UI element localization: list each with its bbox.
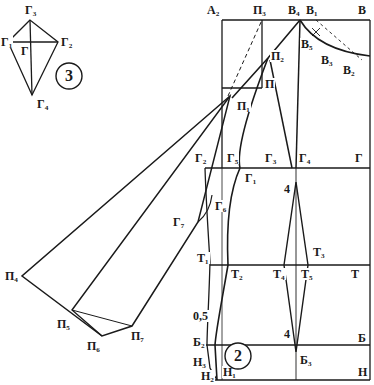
point-label: Г₂ bbox=[60, 36, 73, 48]
point-label: В₄ bbox=[287, 4, 301, 16]
point-label: В bbox=[357, 4, 367, 16]
point-label: Г₄ bbox=[36, 98, 49, 110]
point-label: Г bbox=[354, 152, 364, 164]
point-label: Н₂ bbox=[200, 370, 215, 382]
point-label: Б bbox=[357, 332, 367, 344]
point-label: Н bbox=[357, 366, 368, 378]
piece-number: 3 bbox=[55, 62, 83, 85]
point-label: П bbox=[264, 78, 275, 90]
point-label: Т₂ bbox=[230, 268, 244, 280]
point-label: Г₄ bbox=[298, 152, 311, 164]
point-label: 4 bbox=[283, 328, 291, 340]
point-label: Б₃ bbox=[299, 354, 313, 366]
point-label: А₂ bbox=[206, 4, 220, 16]
point-label: Н₃ bbox=[192, 356, 207, 368]
point-label: Г₂ bbox=[194, 152, 207, 164]
point-label: Т₃ bbox=[312, 246, 326, 258]
point-label: Г bbox=[20, 45, 30, 57]
point-label: Т₁ bbox=[196, 252, 210, 264]
point-label: Г₇ bbox=[172, 216, 185, 228]
point-label: В₅ bbox=[300, 38, 314, 50]
point-label: Т₅ bbox=[300, 268, 314, 280]
point-label: Г₁ bbox=[0, 36, 13, 48]
piece-number: 2 bbox=[224, 342, 252, 365]
piece-number-circle: 3 bbox=[55, 62, 83, 90]
point-label: Г₁ bbox=[244, 172, 257, 184]
point-label: П₂ bbox=[270, 50, 285, 62]
point-label: Б₂ bbox=[192, 336, 206, 348]
point-label: П₁ bbox=[236, 100, 251, 112]
point-label: П₃ bbox=[252, 4, 267, 16]
point-label: П₇ bbox=[130, 330, 145, 342]
point-label: П₅ bbox=[56, 318, 71, 330]
point-label: 4 bbox=[283, 183, 291, 195]
point-label: Г₃ bbox=[264, 152, 277, 164]
point-label: В₁ bbox=[305, 4, 319, 16]
point-label: В₂ bbox=[342, 64, 356, 76]
point-label: 0,5 bbox=[192, 310, 209, 322]
point-label: Г₆ bbox=[214, 200, 227, 212]
point-label: Т bbox=[350, 268, 360, 280]
point-label: Г₅ bbox=[226, 152, 239, 164]
point-label: В₃ bbox=[320, 54, 334, 66]
point-label: П₄ bbox=[4, 270, 19, 282]
point-label: Г₃ bbox=[24, 4, 37, 16]
point-label: П₆ bbox=[86, 340, 101, 352]
point-label: Т₄ bbox=[272, 268, 286, 280]
piece-number-circle: 2 bbox=[224, 342, 252, 370]
